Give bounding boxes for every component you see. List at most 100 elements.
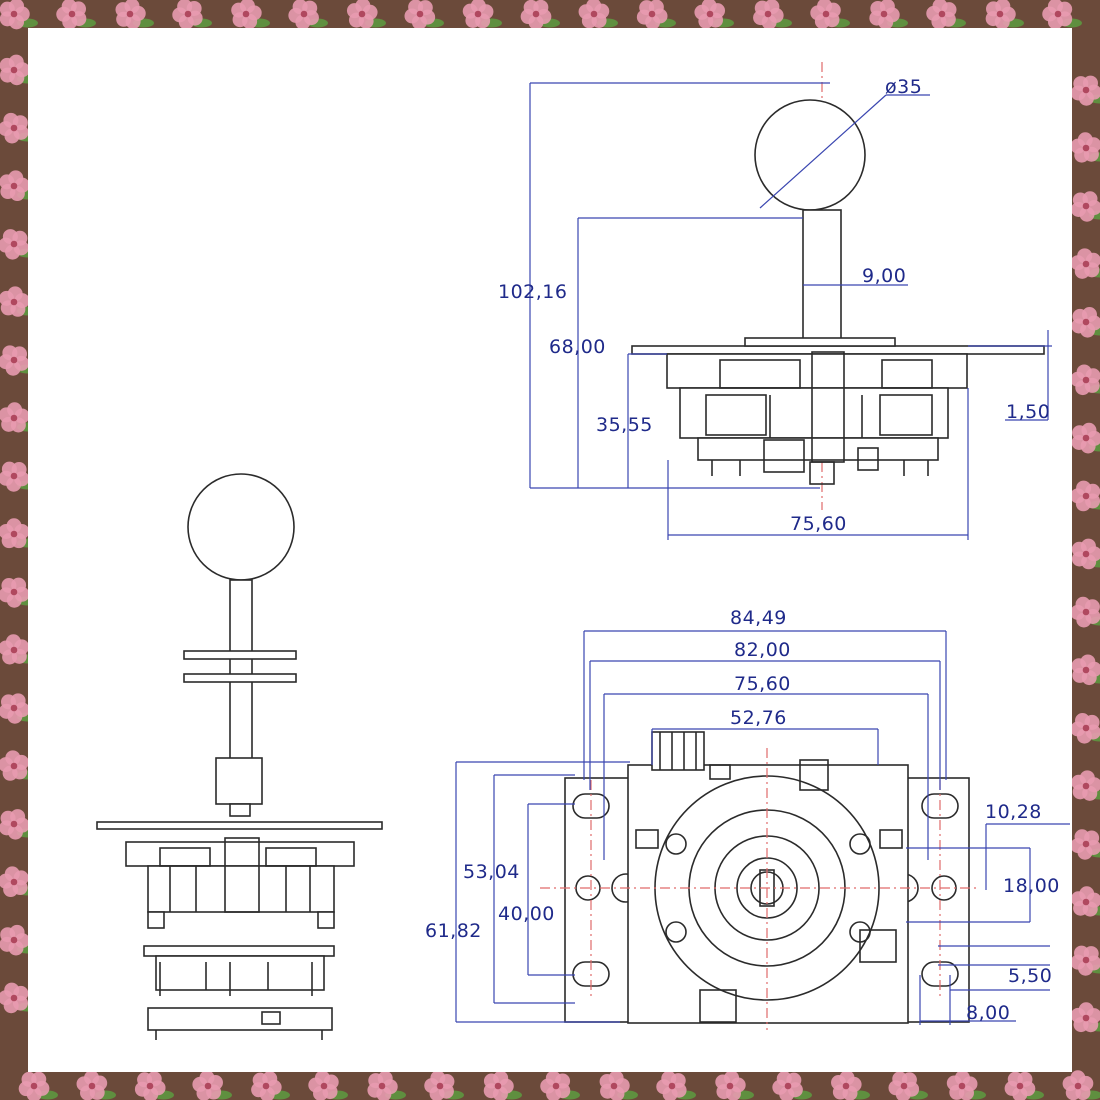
blossom-flower — [134, 1071, 174, 1100]
blossom-flower — [578, 0, 618, 29]
blossom-flower — [1070, 132, 1100, 163]
dust-washer — [744, 337, 896, 347]
blossom-flower — [483, 1070, 522, 1100]
exploded-switch-board — [143, 945, 335, 996]
blossom-flower — [540, 1070, 580, 1100]
blossom-flower — [1062, 1070, 1100, 1100]
blossom-flower — [251, 1071, 290, 1100]
blossom-flower — [424, 1070, 464, 1100]
blossom-flower — [1070, 945, 1100, 976]
blossom-flower — [115, 0, 154, 30]
blossom-flower — [888, 1071, 928, 1100]
blossom-flower — [946, 1070, 986, 1100]
blossom-flower — [1070, 1002, 1100, 1033]
blossom-flower — [404, 0, 444, 30]
technical-drawing-canvas: ø35 102,16 68,00 9,00 35,55 1,50 75,60 — [28, 28, 1072, 1072]
blossom-flower — [1071, 770, 1100, 801]
side-view: ø35 102,16 68,00 9,00 35,55 1,50 75,60 — [498, 62, 1052, 540]
blossom-flower — [0, 693, 38, 724]
ball-top — [754, 99, 866, 211]
blossom-flower — [869, 0, 908, 30]
blossom-flower — [831, 1070, 870, 1100]
blossom-flower — [1070, 480, 1100, 512]
top-view: 84,49 82,00 75,60 52,76 61,82 53,04 40,0… — [425, 607, 1070, 1030]
blossom-flower — [172, 0, 212, 30]
blossom-flower — [694, 0, 734, 29]
dim-ball-diameter: ø35 — [885, 76, 922, 98]
blossom-flower — [1070, 713, 1100, 744]
dim-hole-spacing-outer: 82,00 — [734, 639, 791, 661]
blossom-flower — [1004, 1071, 1044, 1100]
blossom-flower — [1070, 75, 1100, 106]
blossom-flower — [1071, 654, 1100, 686]
blossom-flower — [56, 0, 96, 30]
dim-body-height: 35,55 — [596, 414, 653, 436]
blossom-flower — [1071, 191, 1100, 222]
blossom-flower — [192, 1070, 232, 1100]
blossom-flower — [0, 461, 38, 492]
blossom-flower — [0, 518, 38, 549]
dim-overall-width: 84,49 — [730, 607, 787, 629]
blossom-flower — [772, 1071, 812, 1100]
blossom-flower — [0, 286, 38, 317]
blossom-flower — [18, 1071, 58, 1100]
blossom-flower — [1070, 829, 1100, 860]
exploded-washer-2 — [183, 673, 297, 683]
dim-shaft-height: 68,00 — [549, 336, 606, 358]
dim-hole-height: 5,50 — [1008, 965, 1052, 987]
blossom-flower — [0, 634, 38, 665]
exploded-ball-top — [187, 473, 295, 581]
exploded-shaft — [229, 579, 253, 761]
blossom-flower — [656, 1070, 696, 1100]
blossom-flower — [1070, 248, 1100, 279]
blossom-flower — [1070, 886, 1100, 917]
blossom-flower — [1070, 364, 1100, 396]
exploded-housing — [125, 837, 355, 929]
dim-plate-thickness: 1,50 — [1006, 401, 1050, 423]
blossom-flower — [231, 0, 270, 29]
blossom-flower — [520, 0, 560, 30]
dim-body-width-top: 52,76 — [730, 707, 787, 729]
dim-hole-spacing-vertical: 53,04 — [463, 861, 520, 883]
exploded-base-board — [147, 1007, 333, 1040]
blossom-flower — [0, 170, 38, 202]
blossom-flower — [462, 0, 502, 29]
blossom-flower — [308, 1070, 348, 1100]
side-body — [666, 351, 968, 485]
dim-slot-span: 18,00 — [1003, 875, 1060, 897]
blossom-flower — [1071, 422, 1100, 454]
blossom-flower — [76, 1070, 116, 1100]
dim-body-width: 75,60 — [790, 513, 847, 535]
dim-hole-spacing-inner: 75,60 — [734, 673, 791, 695]
exploded-washer-1 — [183, 650, 297, 660]
blossom-flower — [715, 1070, 754, 1100]
blossom-flower — [367, 1070, 406, 1100]
exploded-plate — [96, 821, 383, 830]
shaft — [802, 209, 842, 351]
dim-slot-offset: 10,28 — [985, 801, 1042, 823]
blossom-flower — [1042, 0, 1082, 30]
dim-total-height: 102,16 — [498, 281, 567, 303]
blossom-flower — [636, 0, 676, 30]
blossom-flower — [810, 0, 850, 29]
exploded-shaft-collar — [215, 757, 263, 805]
exploded-view — [96, 473, 383, 1040]
blossom-flower — [1070, 596, 1100, 628]
blossom-flower — [346, 0, 386, 29]
blossom-flower — [1071, 307, 1100, 338]
dim-hole-spacing-vertical-inner: 40,00 — [498, 903, 555, 925]
blossom-flower — [0, 0, 38, 30]
blossom-flower — [0, 750, 38, 781]
blossom-flower — [985, 0, 1024, 30]
blossom-flower — [0, 345, 38, 376]
dim-hole-width: 8,00 — [966, 1002, 1010, 1024]
blossom-flower — [599, 1070, 638, 1100]
blossom-flower — [926, 0, 966, 30]
blossom-flower — [288, 0, 328, 30]
blossom-flower — [1071, 538, 1100, 570]
dim-shaft-width: 9,00 — [862, 265, 906, 287]
dim-overall-height: 61,82 — [425, 920, 482, 942]
blossom-flower — [753, 0, 792, 30]
blossom-flower — [0, 577, 38, 608]
